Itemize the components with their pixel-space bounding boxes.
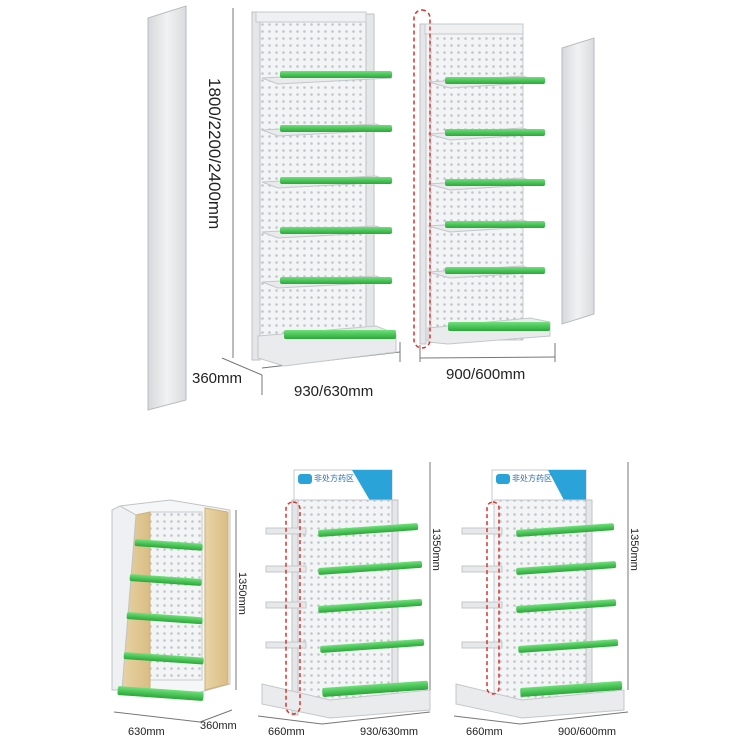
addon-shelves [427, 75, 551, 345]
side-panel-left [147, 5, 187, 411]
main-shelf-unit [251, 11, 397, 367]
b-height-label: 1350mm [430, 528, 442, 571]
dimension-lines-a [113, 510, 237, 723]
shared-upright-highlight-c [486, 501, 500, 695]
a-height-label: 1350mm [236, 572, 248, 615]
wood-shelf-unit [111, 499, 231, 701]
b-sign-text: 非处方药区 [314, 474, 354, 483]
b-depth-label: 660mm [268, 726, 305, 738]
a-depth-label: 360mm [200, 720, 237, 732]
signed-shelf-unit-right [455, 469, 625, 719]
a-width-label: 630mm [128, 726, 165, 738]
c-height-label: 1350mm [628, 528, 640, 571]
top-addon-width-label: 900/600mm [446, 366, 526, 383]
addon-shelf-unit [413, 9, 551, 349]
top-height-label: 1800/2200/2400mm [205, 78, 224, 230]
c-width-label: 900/600mm [558, 726, 617, 738]
shared-upright-highlight [413, 9, 431, 349]
shared-upright-highlight-b [285, 501, 301, 715]
top-depth-label: 360mm [192, 370, 243, 387]
c-sign-text: 非处方药区 [512, 474, 552, 483]
dimension-lines-c [453, 462, 629, 725]
dimension-lines-b [257, 462, 431, 725]
top-main-width-label: 930/630mm [294, 383, 374, 400]
c-depth-label: 660mm [466, 726, 503, 738]
main-shelves [257, 71, 397, 367]
signed-shelf-unit-left [261, 469, 431, 719]
b-width-label: 930/630mm [360, 726, 419, 738]
side-panel-right [561, 37, 595, 325]
